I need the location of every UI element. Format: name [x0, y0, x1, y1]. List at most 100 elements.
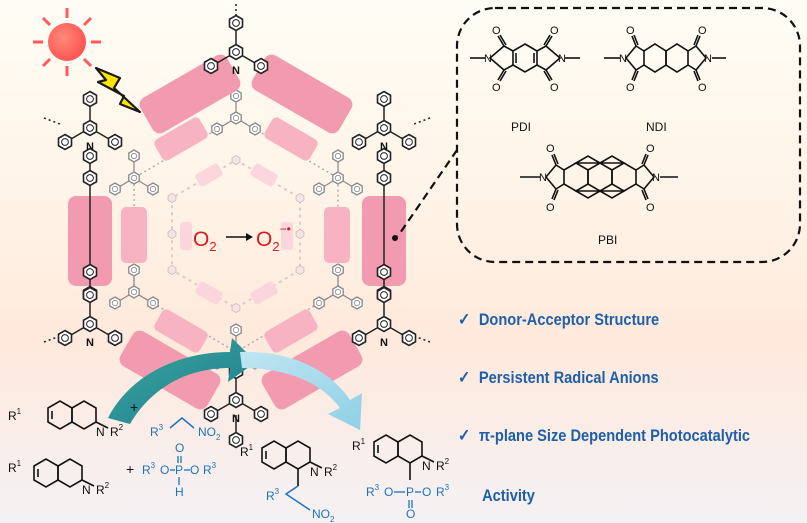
thiq-reactant-2-labels: R1 N R2 +	[8, 459, 134, 497]
phosphite-o: O	[190, 463, 199, 477]
pbi-atoms: N N O O O O	[539, 143, 660, 214]
r2-label: R	[324, 465, 333, 479]
feature-item-radical-anions: ✓ Persistent Radical Anions	[458, 368, 659, 388]
r1-superscript: 1	[17, 459, 22, 468]
r3-label: R	[436, 485, 445, 499]
phosphonate-o-bottom: O	[406, 507, 415, 521]
feature-text: Persistent Radical Anions	[478, 368, 659, 387]
checkmark-icon: ✓	[458, 310, 471, 329]
pbi-o: O	[646, 143, 655, 155]
phosphonate-o: O	[422, 485, 431, 499]
pdi-o: O	[492, 82, 501, 94]
plus-sign: +	[130, 399, 138, 415]
thiq-product-2	[373, 434, 435, 480]
svg-text:R1: R1	[8, 407, 22, 423]
pbi-structure	[520, 153, 678, 201]
feature-continuation: Activity	[482, 486, 535, 505]
r1-superscript: 1	[361, 437, 366, 446]
reaction-arrow-right	[240, 351, 362, 430]
inner-faint-framework	[167, 155, 305, 313]
svg-text:R1: R1	[240, 443, 254, 459]
pbi-n-right: N	[652, 172, 660, 184]
r3-label: R	[203, 463, 212, 477]
svg-text:R3: R3	[266, 487, 280, 503]
phosphite-reagent: R3 O P O O R3 H	[142, 441, 217, 499]
ndi-n-left: N	[619, 53, 627, 65]
svg-text:R1: R1	[352, 437, 366, 453]
r1-label: R	[8, 461, 17, 475]
thiq-product-2-labels: R1 N R2	[352, 437, 450, 473]
oxygen-symbol: O	[193, 228, 209, 251]
acceptor-callout	[392, 6, 802, 264]
phosphite-h: H	[175, 485, 184, 499]
pbi-n-left: N	[539, 172, 547, 184]
r1-superscript: 1	[17, 407, 22, 416]
svg-text:R2: R2	[436, 457, 450, 473]
r3-superscript: 3	[159, 423, 164, 432]
no2-label: NO	[198, 425, 216, 439]
r3-superscript: 3	[375, 483, 380, 492]
o2-reaction: O2 O2−•	[193, 222, 291, 254]
sun-icon	[33, 8, 101, 76]
svg-text:R3: R3	[150, 423, 164, 439]
checkmark-icon: ✓	[458, 368, 471, 387]
phosphite-o-top: O	[175, 441, 184, 455]
svg-text:R3: R3	[203, 461, 217, 477]
pbi-o: O	[546, 143, 555, 155]
ndi-o: O	[626, 25, 635, 37]
r2-label: R	[436, 459, 445, 473]
product-2-n: N	[422, 459, 431, 473]
pyridine-n-labels: N N N N N N	[86, 65, 388, 425]
phosphonate-o: O	[384, 485, 393, 499]
svg-text:R3: R3	[142, 461, 156, 477]
pdi-o: O	[550, 82, 559, 94]
checkmark-icon: ✓	[458, 426, 471, 445]
svg-text:NO2: NO2	[198, 425, 221, 442]
oxygen-subscript: 2	[209, 239, 216, 254]
r3-label: R	[142, 463, 151, 477]
svg-text:O2: O2	[193, 228, 217, 254]
thiq-2-n: N	[82, 483, 91, 497]
svg-text:R1: R1	[8, 459, 22, 475]
middle-gray-framework	[110, 90, 362, 369]
pdi-label: PDI	[511, 120, 531, 134]
pdi-structure	[470, 34, 580, 82]
ndi-o: O	[626, 82, 635, 94]
phosphonate-p: P	[406, 485, 414, 499]
pdi-o: O	[492, 25, 501, 37]
thiq-1-n: N	[96, 425, 105, 439]
r2-superscript: 2	[119, 423, 124, 432]
product-2-phosphonate: R3 O P O R3 O	[366, 483, 450, 521]
ndi-n-right: N	[704, 53, 712, 65]
phosphite-o: O	[160, 463, 169, 477]
r2-superscript: 2	[105, 481, 110, 490]
pyridine-n-label: N	[232, 413, 240, 425]
pdi-n-left: N	[484, 53, 492, 65]
svg-text:O2−•: O2−•	[256, 222, 291, 254]
pyridine-n-label: N	[86, 141, 94, 153]
ndi-o: O	[698, 25, 707, 37]
feature-text: π-plane Size Dependent Photocatalytic	[478, 426, 751, 445]
pdi-n-right: N	[558, 53, 566, 65]
product-1-nitro: R3 NO2	[266, 485, 335, 523]
r2-superscript: 2	[445, 457, 450, 466]
phosphite-p: P	[175, 463, 183, 477]
svg-text:R3: R3	[436, 483, 450, 499]
product-1-n: N	[310, 465, 319, 479]
r3-superscript: 3	[212, 461, 217, 470]
reaction-arrow-left	[108, 338, 256, 424]
pyridine-n-label: N	[232, 65, 240, 77]
pdi-o: O	[550, 25, 559, 37]
r3-superscript: 3	[151, 461, 156, 470]
pdi-atoms: N N O O O O	[484, 25, 566, 94]
no2-label: NO	[312, 507, 330, 521]
feature-item-donor-acceptor: ✓Donor-Acceptor Structure	[458, 310, 659, 330]
r2-label: R	[96, 483, 105, 497]
feature-item-pi-plane: ✓ π-plane Size Dependent Photocatalytic	[458, 426, 750, 446]
r3-label: R	[266, 489, 275, 503]
r1-label: R	[352, 439, 361, 453]
lightning-bolt-icon	[94, 66, 142, 114]
r1-label: R	[240, 445, 249, 459]
r3-label: R	[150, 425, 159, 439]
pyridine-n-label: N	[380, 337, 388, 349]
